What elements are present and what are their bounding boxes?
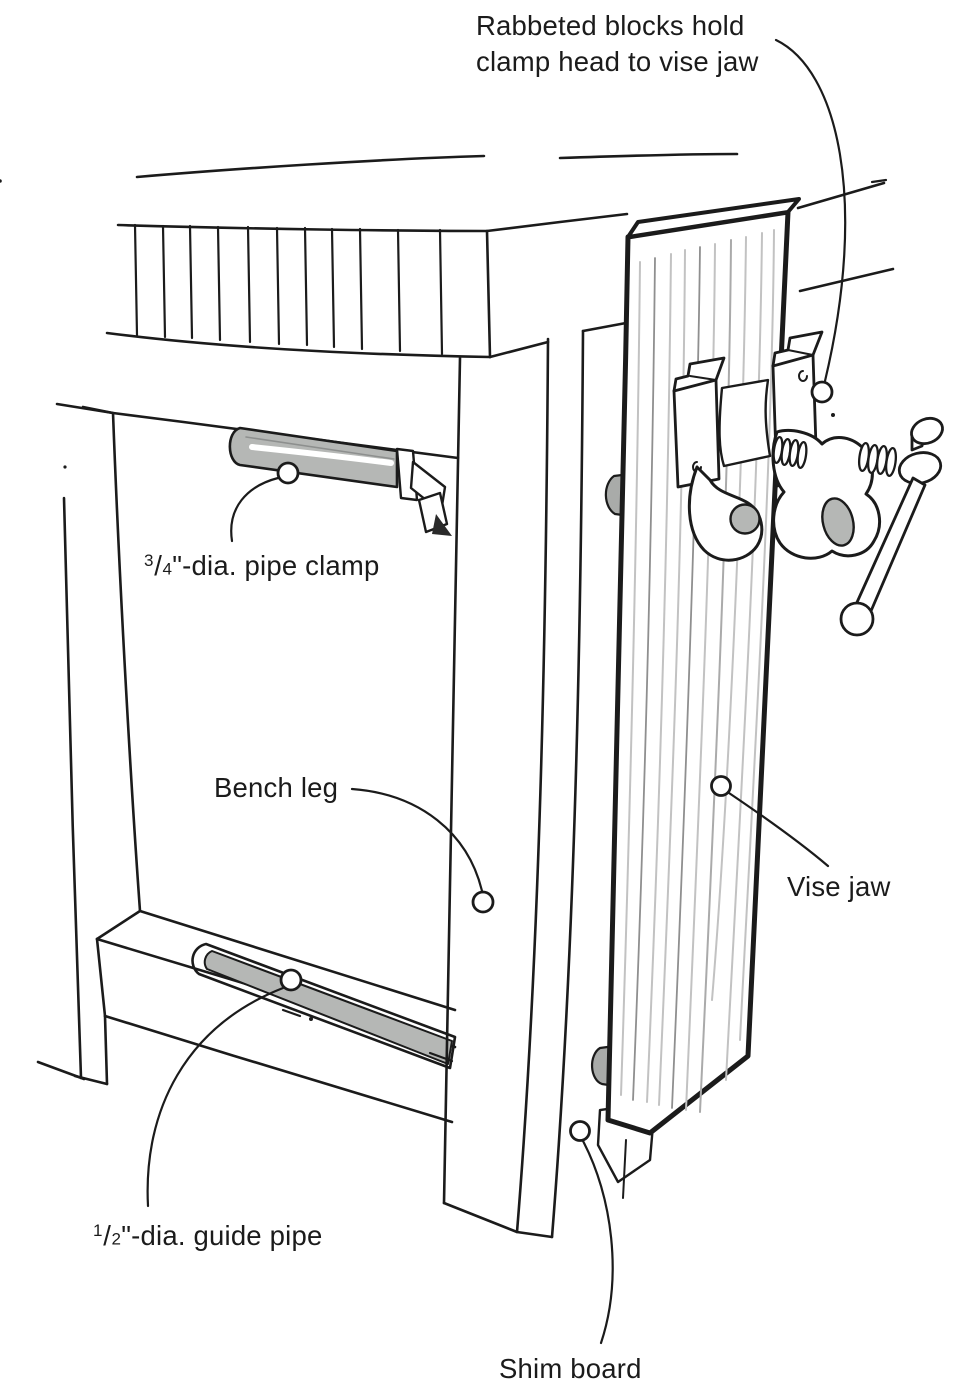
label-vise-jaw-text: Vise jaw	[787, 871, 891, 902]
benchtop-bottom-right-3	[798, 267, 895, 293]
benchtop-bottom-right-1	[488, 340, 550, 359]
fraction-slash: /	[154, 549, 163, 581]
label-guide-pipe: 1/2"-dia. guide pipe	[93, 1213, 322, 1258]
label-rabbeted-blocks-line1: Rabbeted blocks hold	[476, 10, 745, 41]
callout-pipe-clamp	[276, 461, 300, 485]
leg-left-edge	[442, 356, 462, 1205]
pipe-in-clamp	[729, 503, 761, 535]
label-shim-board-text: Shim board	[499, 1353, 642, 1384]
label-guide-pipe-text: "-dia. guide pipe	[121, 1219, 323, 1251]
guide-pipe-groove	[191, 942, 457, 1070]
leader-bench-leg	[350, 787, 484, 893]
left-foot-edge	[103, 1014, 109, 1086]
benchtop-right-top-edge-2	[796, 181, 886, 210]
crank-knob	[910, 416, 944, 446]
clamp-tail-stop	[395, 447, 452, 536]
left-leg-right-edge	[111, 411, 142, 913]
edge-dot	[0, 179, 2, 183]
leg-side-right-edge	[550, 329, 585, 1239]
screw-mark	[798, 370, 808, 382]
label-bench-leg: Bench leg	[214, 770, 338, 806]
leader-lines	[146, 38, 847, 1345]
vise-jaw-wood-grain	[620, 229, 775, 1113]
benchtop-front-corner	[485, 229, 492, 359]
crank-ball-end	[839, 601, 875, 637]
pipe-clamp-assembly	[228, 426, 452, 536]
leader-vise-jaw	[727, 791, 830, 868]
benchtop-back-edge-2	[558, 152, 739, 160]
stretcher-left-end	[95, 937, 107, 1018]
callout-guide-pipe	[279, 968, 303, 992]
leader-shim-board	[581, 1139, 614, 1345]
label-rabbeted-blocks-line2: clamp head to vise jaw	[476, 46, 759, 77]
left-foot-bottom	[73, 1074, 109, 1086]
benchtop-front-top-edge	[116, 223, 489, 233]
edge-dash	[870, 178, 888, 184]
vise-jaw-top-face	[626, 197, 801, 239]
benchtop-right-top-edge	[485, 212, 629, 233]
stretcher-back-top-edge	[138, 909, 457, 1012]
label-shim-board: Shim board	[499, 1351, 642, 1387]
sketch-speck	[63, 465, 67, 469]
clamp-head-casting-left	[687, 465, 764, 562]
fraction-slash: /	[103, 1219, 112, 1251]
vise-jaw-board	[605, 197, 801, 1199]
callout-bench-leg	[471, 890, 495, 914]
callout-rabbeted-blocks	[810, 380, 834, 404]
stretcher-left-top	[95, 909, 142, 941]
clamp-bar	[718, 378, 772, 468]
pipe-highlight	[249, 444, 394, 466]
leader-rabbeted-blocks	[774, 38, 847, 383]
crank-hub	[897, 451, 943, 485]
label-rabbeted-blocks: Rabbeted blocks hold clamp head to vise …	[476, 8, 759, 80]
benchtop	[0, 152, 895, 359]
lower-stretcher	[95, 909, 457, 1124]
callout-dots	[276, 380, 834, 1142]
callout-shim-board	[569, 1120, 591, 1142]
clamp-screw-threads	[772, 435, 898, 478]
left-leg-top	[81, 405, 115, 415]
leader-guide-pipe	[146, 986, 285, 1208]
label-bench-leg-text: Bench leg	[214, 772, 339, 803]
benchtop-bottom-edge	[105, 331, 492, 359]
front-bench-leg	[442, 329, 585, 1239]
leg-foot-bottom	[442, 1201, 554, 1239]
label-vise-jaw: Vise jaw	[787, 869, 891, 905]
benchtop-glue-lines	[133, 223, 444, 356]
fraction-denominator: 2	[111, 1229, 122, 1249]
stretcher-bottom-edge	[103, 1014, 454, 1124]
benchtop-back-edge	[135, 154, 486, 179]
shim-edge-line	[622, 1139, 627, 1199]
fraction-denominator: 4	[162, 559, 173, 579]
leg-front-right-edge	[515, 337, 550, 1234]
label-pipe-clamp: 3/4"-dia. pipe clamp	[144, 543, 380, 588]
pipe-shade-line	[245, 436, 395, 460]
leader-pipe-clamp	[230, 476, 280, 543]
callout-vise-jaw	[710, 775, 732, 797]
pipe-clamp-pipe	[228, 426, 399, 489]
clamp-head-hardware	[672, 330, 944, 637]
fraction-numerator: 1	[93, 1221, 103, 1240]
clamp-crank-handle	[839, 416, 944, 637]
benchtop-bottom-right-2	[581, 321, 628, 333]
pipe-end-in-casting	[821, 497, 855, 547]
guide-pipe	[203, 950, 453, 1065]
casting-detail-dot	[831, 413, 835, 417]
centerline-dashes	[281, 1008, 454, 1063]
label-pipe-clamp-text: "-dia. pipe clamp	[172, 549, 380, 581]
left-leg-left-edge	[62, 496, 83, 1080]
fraction-numerator: 3	[144, 551, 154, 570]
